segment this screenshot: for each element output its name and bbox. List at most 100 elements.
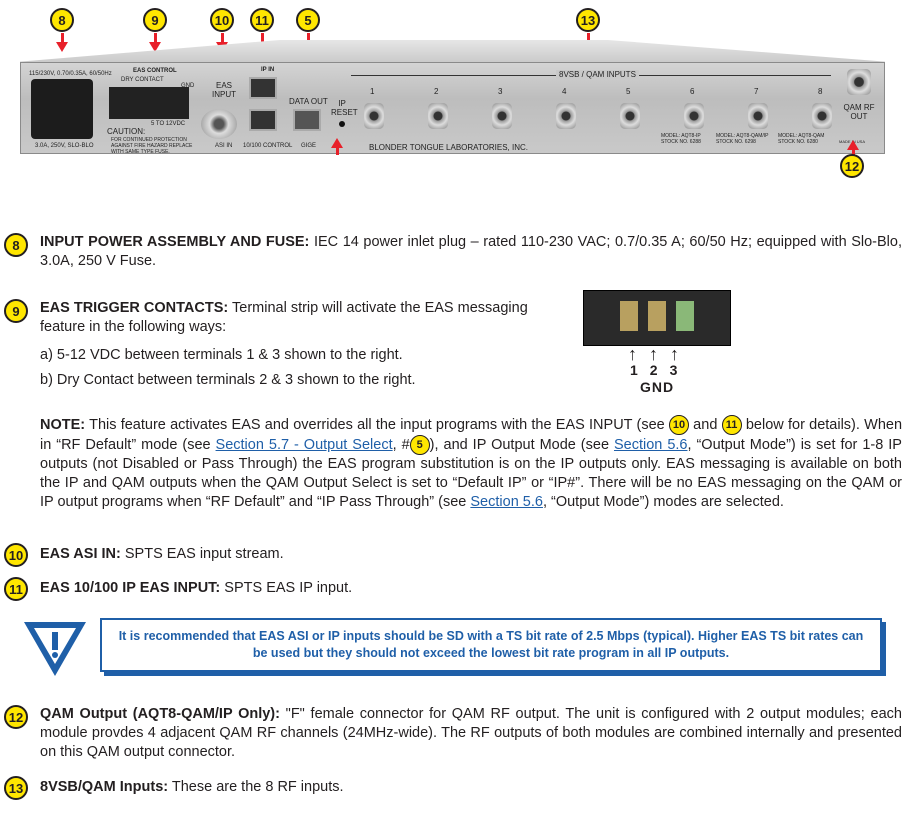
section-text: "F" female connector for QAM RF output. …: [40, 706, 902, 760]
option-a: a) 5-12 VDC between terminals 1 & 3 show…: [40, 347, 403, 363]
input-number-label: 2: [434, 87, 439, 96]
warning-text: It is recommended that EAS ASI or IP inp…: [118, 629, 864, 660]
note-text: ), and IP Output Mode (see: [429, 436, 614, 453]
callout-5: 5: [296, 8, 320, 32]
arrow-5: [307, 33, 310, 43]
section-title: INPUT POWER ASSEMBLY AND FUSE:: [40, 234, 310, 250]
note-text: and: [688, 416, 722, 433]
arrow-11: [261, 33, 264, 43]
inputs-label: 8VSB / QAM INPUTS: [556, 70, 639, 79]
note-title: NOTE:: [40, 416, 86, 433]
rf-input-connector: [492, 103, 512, 129]
fuse-label: 3.0A, 250V, SLO-BLO: [35, 143, 94, 149]
power-inlet: [31, 79, 93, 139]
section-title: QAM Output (AQT8-QAM/IP Only):: [40, 706, 280, 722]
gige-port: [293, 109, 321, 131]
arrow-head-9: [149, 42, 161, 52]
gnd-label: GND: [181, 83, 195, 89]
data-out-label: DATA OUT: [289, 97, 328, 106]
section-text: SPTS EAS input stream.: [120, 546, 284, 562]
vdc-label: 5 TO 12VDC: [151, 121, 186, 127]
callout-9-badge: 9: [4, 299, 28, 323]
arrow-8: [61, 33, 64, 43]
qam-rf-out-label: QAM RF OUT: [843, 103, 875, 121]
section-title: EAS ASI IN:: [40, 546, 121, 562]
option-b: b) Dry Contact between terminals 2 & 3 s…: [40, 372, 416, 388]
eas-input-label: EAS INPUT: [212, 81, 236, 99]
input-number-label: 3: [498, 87, 503, 96]
terminal-3: [676, 301, 694, 331]
ip-reset-button[interactable]: [339, 121, 345, 127]
link-section-5-6[interactable]: Section 5.6: [613, 436, 688, 453]
asi-bnc-connector: [201, 109, 237, 139]
arrow-12: [852, 149, 855, 155]
arrow-13: [587, 33, 590, 43]
ip-in-label: IP IN: [261, 67, 275, 73]
terminal-number: 2: [649, 362, 658, 378]
section-title: EAS TRIGGER CONTACTS:: [40, 300, 229, 316]
callout-10: 10: [210, 8, 234, 32]
section-text: Terminal strip will activate the EAS mes…: [40, 300, 528, 335]
section-text: SPTS EAS IP input.: [220, 580, 353, 596]
arrow-9: [154, 33, 157, 43]
arrow-head-ip-reset: [331, 138, 343, 148]
ref-callout-10: 10: [668, 415, 689, 435]
input-number-label: 7: [754, 87, 759, 96]
note-text: This feature activates EAS and overrides…: [85, 416, 669, 433]
ip-reset-label: IP RESET: [331, 99, 358, 117]
callout-8: 8: [50, 8, 74, 32]
section-text: These are the 8 RF inputs.: [168, 779, 344, 795]
caution-text: FOR CONTINUED PROTECTION AGAINST FIRE HA…: [111, 137, 193, 155]
callout-11-badge: 11: [4, 577, 28, 601]
callout-12: 12: [840, 154, 864, 178]
ref-callout-11: 11: [721, 415, 742, 435]
note-text: , “Output Mode”) is set for 1-8 IP outpu…: [40, 436, 902, 510]
gige-label: GIGE: [301, 143, 317, 149]
section-title: 8VSB/QAM Inputs:: [40, 779, 169, 795]
rf-input-connector: [684, 103, 704, 129]
callout-13-badge: 13: [4, 776, 28, 800]
rf-input-connector: [364, 103, 384, 129]
callout-9: 9: [143, 8, 167, 32]
link-section-5-7[interactable]: Section 5.7 - Output Select: [215, 436, 393, 453]
callout-10-badge: 10: [4, 543, 28, 567]
rf-input-connector: [556, 103, 576, 129]
terminal-2: [648, 301, 666, 331]
terminal-numbers: 1 2 3: [630, 362, 677, 378]
terminal-strip-photo: [583, 290, 731, 346]
terminal-1: [620, 301, 638, 331]
arrow-head-12: [847, 140, 859, 150]
callout-12-badge: 12: [4, 705, 28, 729]
control-label: 10/100 CONTROL: [243, 143, 293, 149]
input-number-label: 5: [626, 87, 631, 96]
ip-in-port: [249, 77, 277, 99]
callout-13: 13: [576, 8, 600, 32]
rf-input-connector: [428, 103, 448, 129]
callout-11: 11: [250, 8, 274, 32]
arrow-ip-reset: [336, 147, 339, 155]
section-title: EAS 10/100 IP EAS INPUT:: [40, 580, 221, 596]
input-number-label: 1: [370, 87, 375, 96]
control-port: [249, 109, 277, 131]
input-number-label: 4: [562, 87, 567, 96]
terminal-strip: [109, 87, 189, 119]
input-number-label: 6: [690, 87, 695, 96]
arrow-head-8: [56, 42, 68, 52]
note-text: , #: [392, 436, 410, 453]
input-number-label: 8: [818, 87, 823, 96]
callout-8-badge: 8: [4, 233, 28, 257]
rf-input-connector: [620, 103, 640, 129]
qam-rf-out-connector: [847, 69, 871, 95]
power-rating-label: 115/230V, 0.70/0.35A, 60/50Hz: [29, 71, 112, 77]
terminal-number: 1: [630, 362, 638, 378]
brand-label: BLONDER TONGUE LABORATORIES, INC.: [369, 143, 528, 152]
ref-callout-5: 5: [409, 435, 430, 455]
asi-in-label: ASI IN: [215, 143, 233, 149]
gnd-caption: GND: [640, 379, 675, 395]
link-section-5-6[interactable]: Section 5.6: [470, 494, 543, 510]
note-text: below for details). When in “RF Default”…: [40, 416, 903, 453]
rf-input-connector: [812, 103, 832, 129]
note-text: , “Output Mode”) modes are selected.: [542, 494, 784, 510]
